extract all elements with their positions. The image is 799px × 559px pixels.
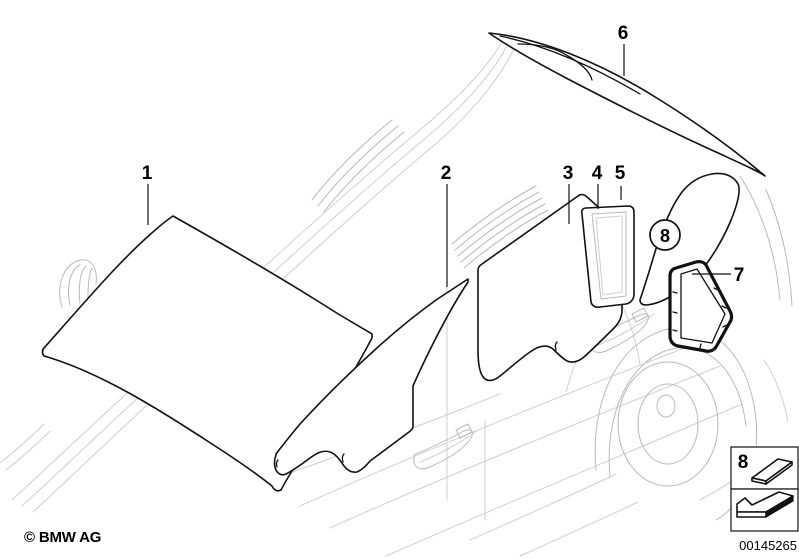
part-front-door-window bbox=[273, 278, 469, 476]
callout-number-3: 3 bbox=[563, 163, 574, 184]
part-roof-trim-strip bbox=[488, 32, 766, 177]
inset-detail-box: 8 bbox=[730, 446, 799, 532]
callout-number-2: 2 bbox=[441, 163, 452, 184]
part-rear-quarter-window bbox=[668, 260, 734, 353]
circled-callout-8: 8 bbox=[649, 219, 681, 251]
callout-number-8: 8 bbox=[660, 226, 670, 246]
diagram-part-number: 00145265 bbox=[739, 538, 797, 553]
callout-number-7: 7 bbox=[734, 265, 745, 286]
callout-numbers: 1 2 3 4 5 6 7 bbox=[142, 23, 745, 286]
part-windscreen bbox=[41, 215, 373, 492]
inset-part-adhesive-pad-folded bbox=[736, 491, 794, 518]
callout-number-6: 6 bbox=[618, 23, 629, 44]
copyright-notice: © BMW AG bbox=[24, 529, 102, 546]
car-body-outline bbox=[0, 35, 793, 557]
callout-circle-outline bbox=[649, 219, 681, 251]
part-side-fixed-glass bbox=[639, 172, 740, 306]
callout-number-1: 1 bbox=[142, 163, 153, 184]
inset-part-adhesive-pad-plate bbox=[751, 458, 793, 485]
inset-label-8: 8 bbox=[738, 452, 749, 473]
callout-number-4: 4 bbox=[592, 163, 603, 184]
callout-leader-lines bbox=[147, 44, 731, 287]
part-rear-door-fixed-glass bbox=[580, 205, 635, 309]
callout-number-5: 5 bbox=[615, 163, 626, 184]
